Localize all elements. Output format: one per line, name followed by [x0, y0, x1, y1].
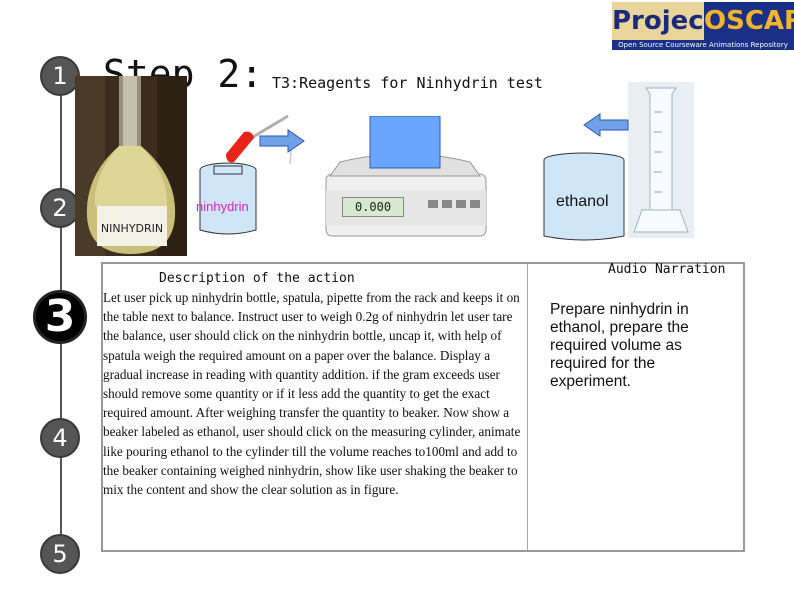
ninhydrin-beaker[interactable]	[196, 160, 260, 244]
audio-narration-heading: Audio Narration	[608, 262, 726, 277]
step-2-marker[interactable]: 2	[40, 188, 80, 228]
logo-tagline: Open Source Courseware Animations Reposi…	[612, 40, 794, 50]
spatula-icon[interactable]	[218, 112, 290, 172]
arrow-left-icon	[582, 112, 630, 142]
audio-narration-text: Prepare ninhydrin in ethanol, prepare th…	[550, 301, 689, 390]
step-1-marker[interactable]: 1	[40, 56, 80, 96]
description-table	[101, 262, 745, 552]
arrow-right-icon	[258, 128, 306, 158]
slide-title: T3:Reagents for Ninhydrin test	[272, 74, 543, 92]
logo-project-text: Project	[612, 2, 716, 40]
balance-display: 0.000	[342, 197, 404, 217]
weighing-balance[interactable]	[320, 115, 490, 240]
description-text: Let user pick up ninhydrin bottle, spatu…	[103, 290, 521, 498]
measuring-cylinder[interactable]	[628, 82, 694, 238]
step-5-marker[interactable]: 5	[40, 534, 80, 574]
column-divider	[527, 264, 528, 550]
ninhydrin-bottle-photo[interactable]: NINHYDRIN	[75, 76, 187, 256]
description-heading: Description of the action	[159, 271, 355, 286]
ethanol-beaker[interactable]	[540, 150, 628, 250]
bottle-label: NINHYDRIN	[101, 222, 163, 235]
ethanol-beaker-label: ethanol	[556, 193, 609, 210]
logo-oscar-text: OSCAR	[704, 2, 794, 40]
ninhydrin-beaker-label: ninhydrin	[196, 199, 249, 214]
project-oscar-logo: Project OSCAR Open Source Courseware Ani…	[612, 0, 794, 52]
step-4-marker[interactable]: 4	[40, 418, 80, 458]
step-3-marker-active[interactable]: 3	[33, 290, 87, 344]
